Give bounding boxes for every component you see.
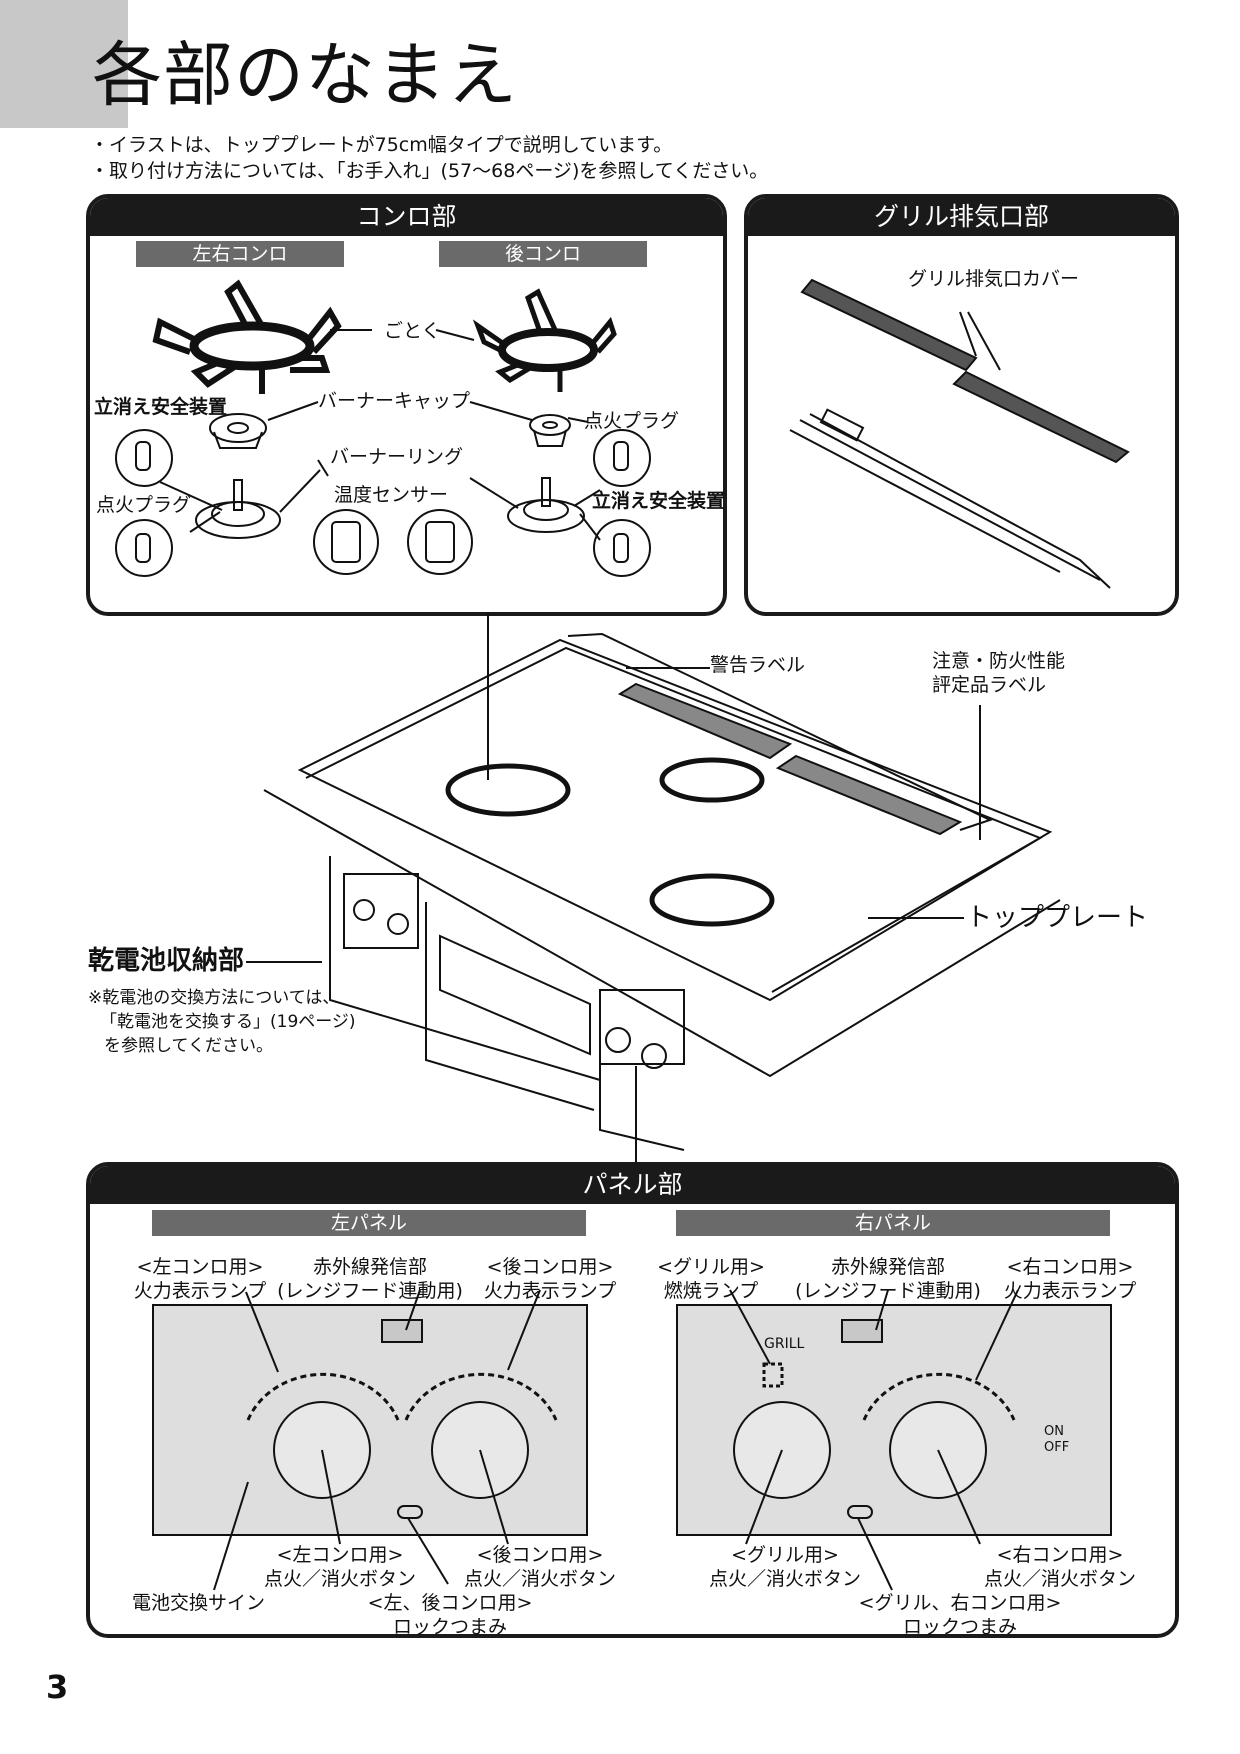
ir-left-label-1: 赤外線発信部 [312, 1256, 427, 1278]
burner-cap-label: バーナーキャップ [318, 390, 471, 412]
rear-btn-label-2: 点火／消火ボタン [463, 1568, 616, 1590]
ir-left-label-2: (レンジフード連動用) [277, 1280, 463, 1302]
right-btn-label-1: <右コンロ用> [996, 1544, 1124, 1566]
battery-sign-label: 電池交換サイン [132, 1592, 266, 1614]
flame-failure-left-label: 立消え安全装置 [94, 396, 228, 418]
battery-note-2: 「乾電池を交換する」(19ページ) [100, 1012, 356, 1032]
burner-ring-label: バーナーリング [330, 446, 464, 468]
temp-sensor-label: 温度センサー [334, 484, 449, 506]
gotoku-label: ごとく [384, 320, 441, 342]
left-btn-label-1: <左コンロ用> [276, 1544, 404, 1566]
caution-label-line1: 注意・防火性能 [932, 650, 1066, 672]
ir-right-label-1: 赤外線発信部 [830, 1256, 945, 1278]
left-lock-knob[interactable] [397, 1505, 423, 1519]
left-lamp-label-1: <左コンロ用> [136, 1256, 264, 1278]
left-panel-bar: 左パネル [152, 1210, 586, 1236]
battery-note-1: ※乾電池の交換方法については、 [88, 988, 340, 1008]
grill-btn-label-2: 点火／消火ボタン [708, 1568, 861, 1590]
grill-text: GRILL [764, 1336, 805, 1352]
right-panel-bar: 右パネル [676, 1210, 1110, 1236]
battery-note-3: を参照してください。 [104, 1036, 273, 1056]
rear-btn-label-1: <後コンロ用> [476, 1544, 604, 1566]
page-number: 3 [46, 1668, 69, 1706]
rear-lamp-label-1: <後コンロ用> [486, 1256, 614, 1278]
grill-lamp-label-2: 燃焼ランプ [663, 1280, 759, 1302]
on-text: ON [1044, 1424, 1064, 1439]
trivet-rear-illustration [472, 288, 617, 392]
page-title: 各部のなまえ [92, 34, 518, 116]
left-lamp-label-2: 火力表示ランプ [133, 1280, 267, 1302]
ignition-plug-left-label: 点火プラグ [96, 494, 192, 516]
note-1: ・イラストは、トッププレートが75cm幅タイプで説明しています。 [90, 134, 673, 156]
right-lamp-label-2: 火力表示ランプ [1003, 1280, 1137, 1302]
ignition-plug-right-label: 点火プラグ [584, 410, 680, 432]
ir-right-label-2: (レンジフード連動用) [795, 1280, 981, 1302]
trivet-left-illustration [152, 279, 342, 394]
right-lock-knob[interactable] [847, 1505, 873, 1519]
konro-title: コンロ部 [90, 198, 723, 236]
left-btn-label-2: 点火／消火ボタン [263, 1568, 416, 1590]
left-right-konro-bar: 左右コンロ [136, 241, 344, 267]
flame-failure-right-label: 立消え安全装置 [592, 490, 726, 512]
grill-btn-label-1: <グリル用> [731, 1544, 839, 1566]
right-btn-label-2: 点火／消火ボタン [983, 1568, 1136, 1590]
off-text: OFF [1044, 1440, 1070, 1455]
caution-label-line2: 評定品ラベル [932, 674, 1047, 696]
grill-cover-label: グリル排気口カバー [908, 268, 1080, 290]
cooktop-illustration [263, 632, 1061, 1170]
right-lock-label-2: ロックつまみ [902, 1616, 1017, 1638]
right-lamp-label-1: <右コンロ用> [1006, 1256, 1134, 1278]
panel-title: パネル部 [90, 1166, 1175, 1204]
warning-label: 警告ラベル [710, 654, 806, 676]
note-2: ・取り付け方法については、「お手入れ」(57～68ページ)を参照してください。 [90, 160, 769, 182]
grill-lamp-label-1: <グリル用> [657, 1256, 765, 1278]
grill-exhaust-title: グリル排気口部 [748, 198, 1175, 236]
grill-cover-illustration [789, 278, 1130, 589]
right-lock-label-1: <グリル、右コンロ用> [858, 1592, 1062, 1614]
left-lock-label-2: ロックつまみ [392, 1616, 507, 1638]
left-lock-label-1: <左、後コンロ用> [367, 1592, 533, 1614]
corner-tab [0, 0, 128, 128]
rear-konro-bar: 後コンロ [439, 241, 647, 267]
rear-lamp-label-2: 火力表示ランプ [483, 1280, 617, 1302]
top-plate-label: トッププレート [966, 903, 1149, 933]
grill-exhaust-box: グリル排気口部 [744, 194, 1179, 616]
battery-compartment-label: 乾電池収納部 [88, 946, 245, 976]
